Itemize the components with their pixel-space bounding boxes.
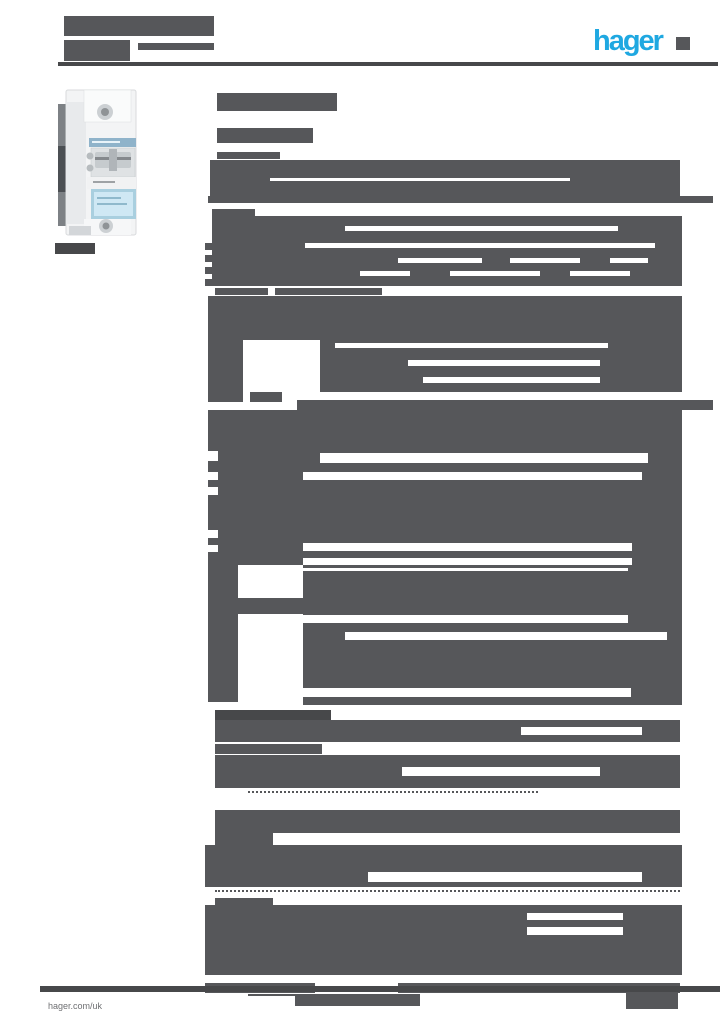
- spec-label-tab: [205, 279, 213, 286]
- doc-ref-line: [138, 43, 214, 50]
- spec-label-column: [208, 340, 243, 402]
- text-row-gap: [303, 568, 628, 571]
- spec-table-panel: [208, 410, 682, 565]
- text-row-gap: [303, 688, 631, 697]
- spec-label-row: [215, 744, 322, 754]
- dotted-leader-line: [248, 791, 538, 793]
- footer-page-number-bar: [626, 993, 678, 1009]
- text-row-gap: [303, 472, 642, 480]
- spec-value-band: [335, 810, 680, 833]
- footer-site-link[interactable]: hager.com/uk: [48, 1001, 103, 1011]
- text-row-gap: [510, 258, 580, 263]
- section-divider-bar: [297, 400, 713, 410]
- dotted-leader-line: [215, 890, 680, 892]
- product-code-bar: [217, 152, 280, 159]
- hager-logo: hager: [593, 25, 664, 57]
- footer-site-box: hager.com/uk: [45, 996, 295, 1024]
- spec-row-band: [215, 720, 680, 742]
- product-ref-caption: [55, 243, 95, 254]
- text-row-gap: [570, 271, 630, 276]
- spec-word-block: [215, 833, 273, 845]
- text-row-gap: [320, 453, 648, 463]
- product-subheading-bar: [217, 128, 313, 143]
- text-row-gap: [368, 872, 642, 882]
- text-row-gap: [303, 558, 632, 565]
- mcb-product-image: [58, 89, 137, 236]
- text-row-gap: [345, 632, 667, 640]
- text-row-gap: [208, 530, 218, 538]
- spec-word-block: [215, 898, 273, 906]
- doc-title-line2: [64, 40, 130, 61]
- text-row-gap: [303, 543, 632, 551]
- footer-rule: [40, 986, 720, 992]
- text-row-gap: [208, 545, 218, 552]
- spec-panel: [208, 296, 682, 330]
- spec-label-column: [212, 209, 255, 286]
- spec-label-column: [208, 565, 238, 702]
- text-row-gap: [527, 913, 623, 920]
- spec-label-tab: [205, 267, 213, 274]
- spec-word-row: [215, 288, 268, 295]
- text-row-gap: [305, 243, 655, 248]
- spec-row-band: [208, 330, 682, 340]
- spec-word-block: [250, 392, 282, 402]
- text-row-gap: [208, 451, 218, 461]
- text-row-gap: [423, 377, 600, 383]
- text-row-gap: [450, 271, 540, 276]
- text-row-gap: [270, 178, 570, 181]
- spec-row-band: [215, 810, 335, 833]
- spec-label-tab: [205, 243, 213, 250]
- text-row-gap: [398, 258, 482, 263]
- header-rule: [58, 62, 718, 66]
- description-wide-row: [208, 196, 713, 203]
- text-row-gap: [610, 258, 648, 263]
- text-row-gap: [208, 487, 218, 495]
- text-row-gap: [360, 271, 410, 276]
- text-row-gap: [527, 927, 623, 935]
- text-row-gap: [303, 615, 628, 623]
- text-row-gap: [335, 343, 608, 348]
- logo-mark-suffix: [676, 37, 690, 50]
- text-row-gap: [402, 767, 600, 776]
- text-row-gap: [208, 472, 218, 480]
- spec-label-bridge: [238, 598, 303, 614]
- text-row-gap: [408, 360, 600, 366]
- spec-word-row: [275, 288, 382, 295]
- text-row-gap: [345, 226, 618, 231]
- section-heading-bar: [215, 710, 331, 720]
- spec-value-panel: [320, 340, 682, 392]
- spec-label-tab: [205, 255, 213, 262]
- product-heading-bar: [217, 93, 337, 111]
- doc-title-line1: [64, 16, 214, 36]
- text-row-gap: [521, 727, 642, 735]
